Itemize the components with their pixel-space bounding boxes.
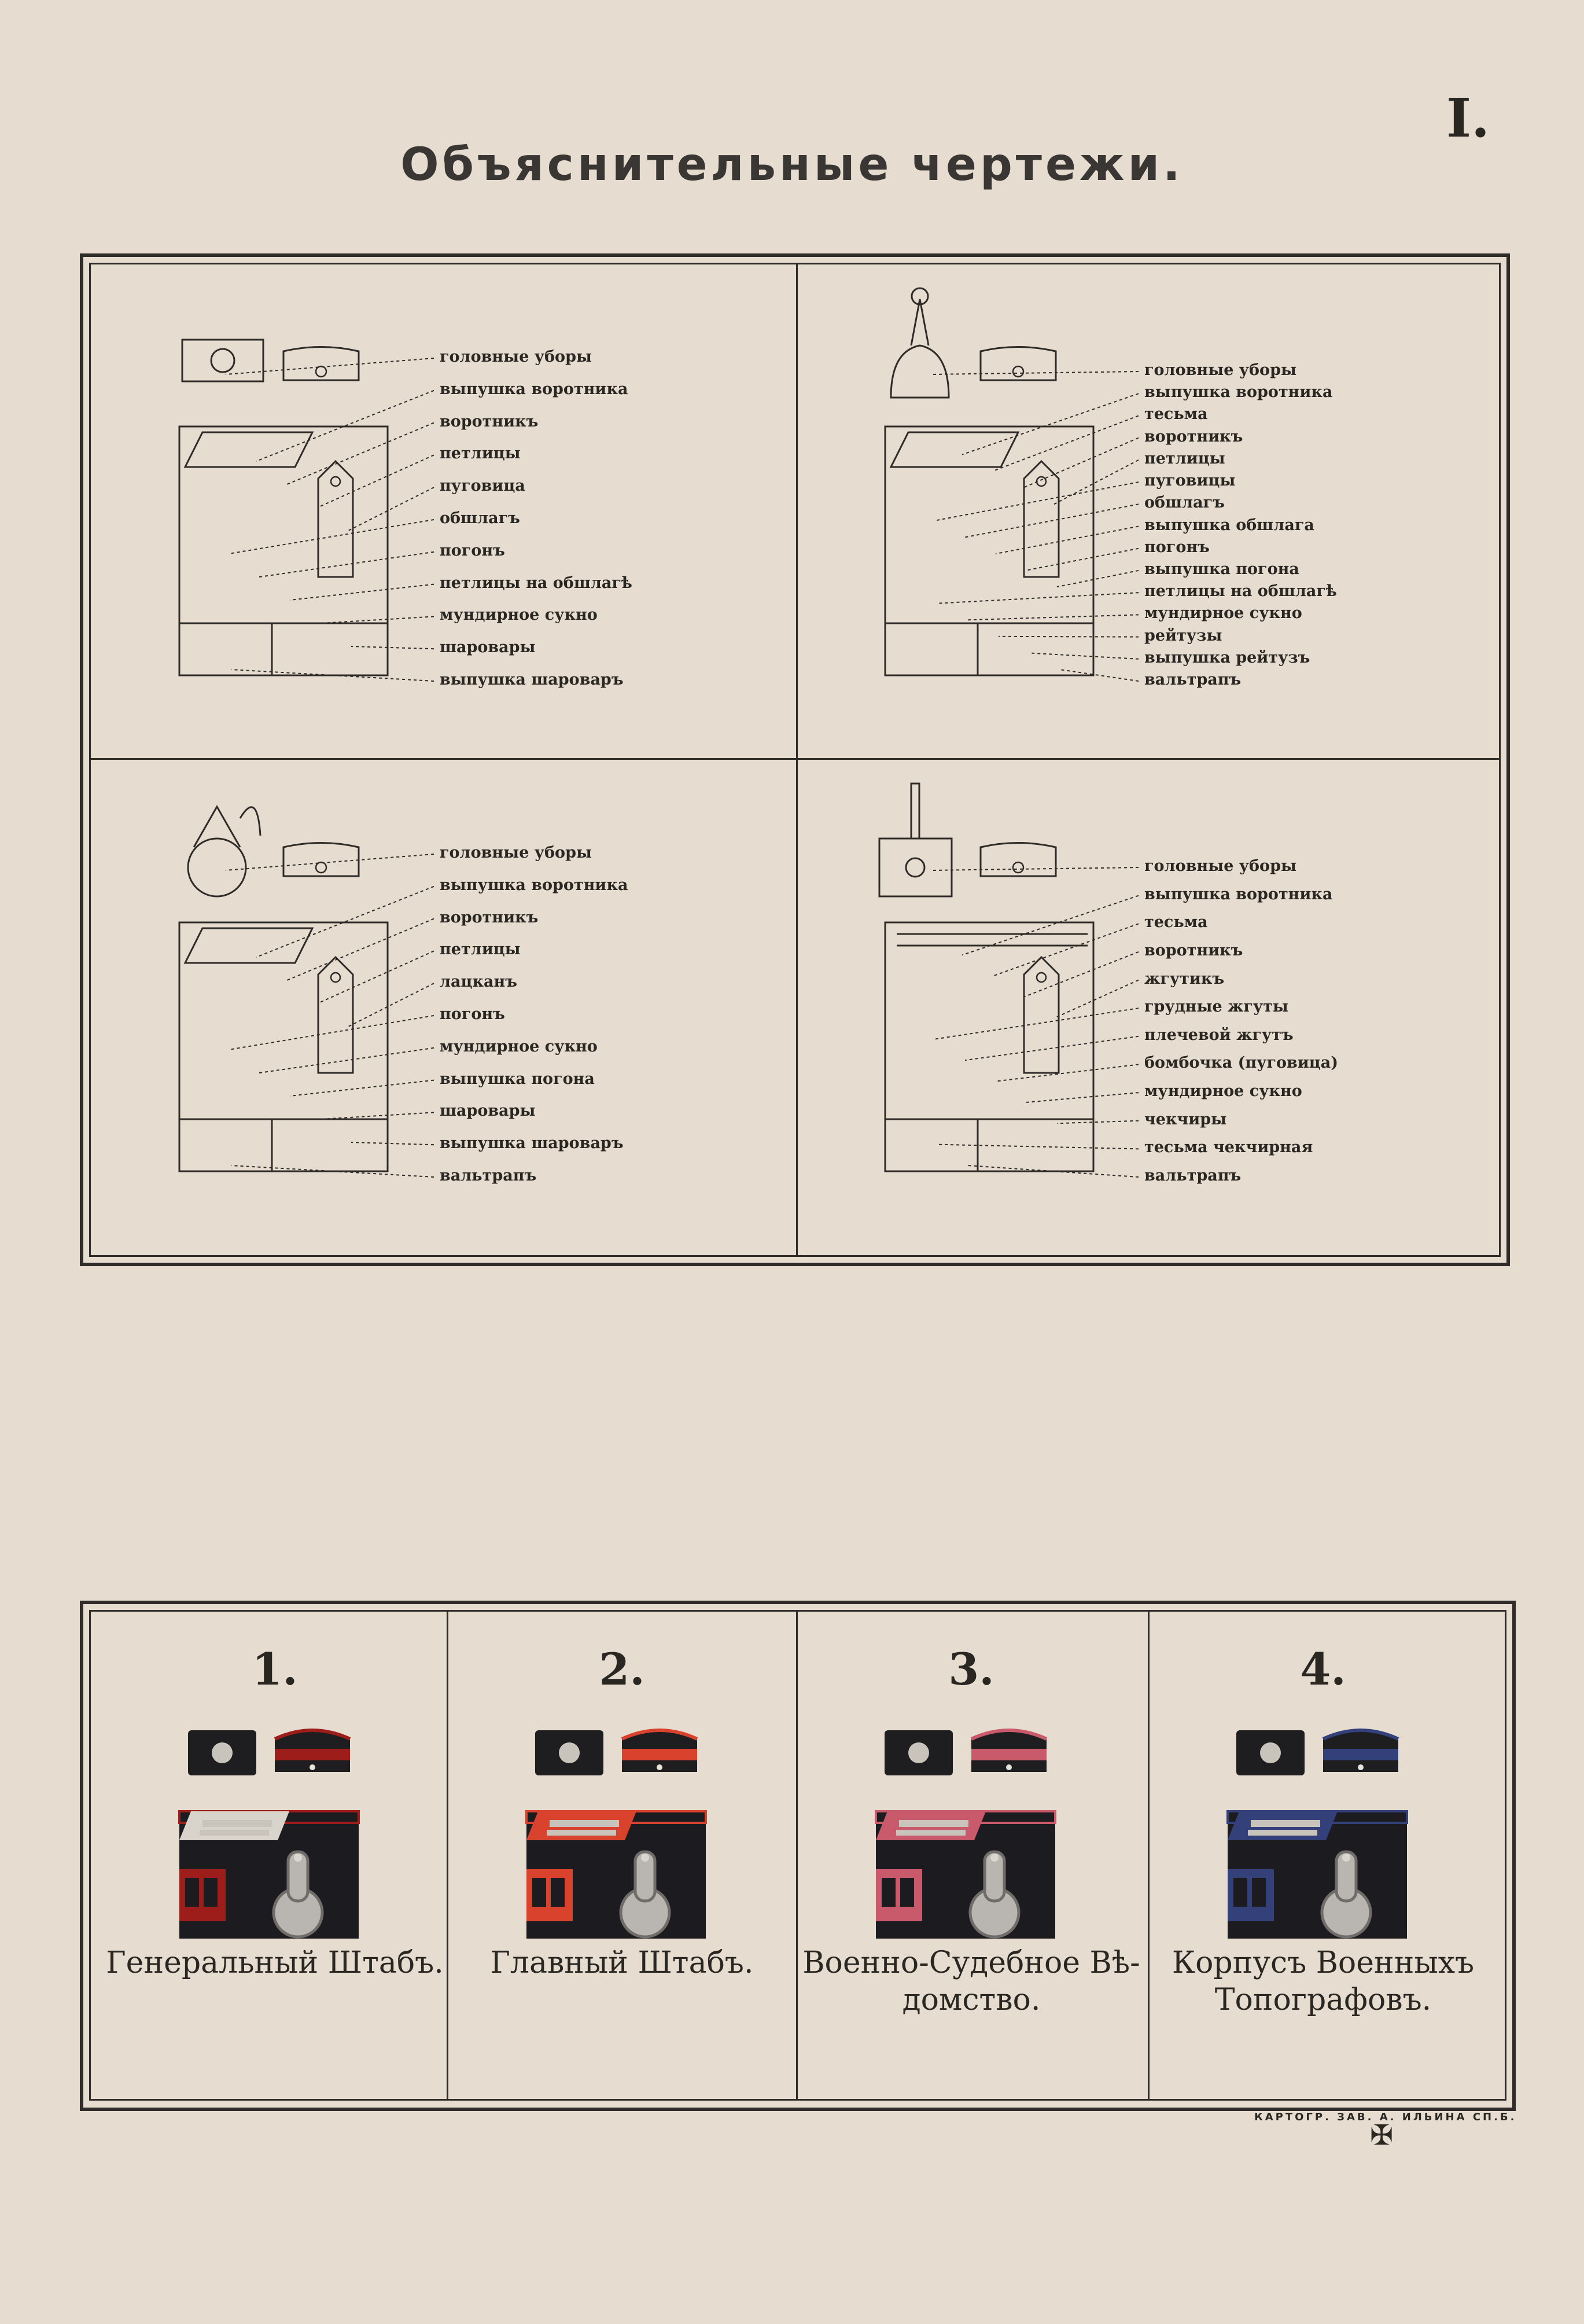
- uniform-schematic: [178, 339, 434, 682]
- diagram-label: головные уборы: [440, 844, 592, 862]
- diagram-label: воротникъ: [440, 412, 539, 431]
- sample-caption: Военно-Судебное Вѣ-домство.: [801, 1944, 1142, 2018]
- sample-caption-line: Топографовъ.: [1214, 1983, 1432, 2017]
- diagram-label: пуговица: [440, 477, 525, 495]
- sample-number: 4.: [1300, 1643, 1346, 1695]
- diagrams-inner-frame: [89, 263, 1501, 1257]
- diagram-label: тесьма чекчирная: [1144, 1138, 1313, 1157]
- diagram-label: петлицы на обшлагѣ: [440, 573, 632, 592]
- samples-divider-1: [447, 1612, 448, 2099]
- printer-imprint: КАРТОГР. ЗАВ. А. ИЛЬИНА СП.Б.: [1254, 2111, 1517, 2123]
- diagram-cell-3: головные уборы выпушка воротника воротникъ…: [93, 760, 793, 1252]
- uniform-color-swatch: [1226, 1729, 1408, 1939]
- diagram-label: выпушка воротника: [1144, 885, 1333, 903]
- diagram-label: выпушка воротника: [1144, 383, 1333, 402]
- diagram-label: обшлагъ: [1144, 494, 1225, 512]
- diagram-label: вальтрапъ: [440, 1167, 537, 1185]
- diagram-label: выпушка воротника: [440, 876, 628, 894]
- diagram-label: погонъ: [1144, 538, 1210, 556]
- sample-caption-line: Главный Штабъ.: [490, 1946, 754, 1980]
- uniform-color-swatch: [525, 1729, 707, 1939]
- sample-number: 3.: [948, 1643, 994, 1695]
- uniform-color-swatch: [875, 1729, 1056, 1939]
- diagram-cell-2: головные уборы выпушка воротника тесьма вор…: [798, 264, 1498, 756]
- diagram-label: пуговицы: [1144, 472, 1236, 490]
- samples-divider-2: [796, 1612, 798, 2099]
- uniform-schematic: [178, 804, 434, 1178]
- diagram-label: петлицы: [440, 940, 521, 959]
- diagrams-divider-vertical: [796, 264, 798, 1255]
- diagram-label: вальтрапъ: [1144, 671, 1242, 689]
- diagram-label: выпушка рейтузъ: [1144, 648, 1310, 667]
- sample-caption: Генеральный Штабъ.: [104, 1944, 445, 1981]
- diagrams-frame: [80, 253, 1510, 1266]
- samples-frame: [80, 1601, 1516, 2111]
- diagram-label: мундирное сукно: [1144, 604, 1302, 623]
- diagram-label: мундирное сукно: [440, 1037, 598, 1056]
- diagram-label: петлицы: [440, 444, 521, 463]
- sample-caption-line: Военно-Судебное Вѣ-: [802, 1946, 1140, 1980]
- diagram-label: петлицы: [1144, 449, 1225, 468]
- sample-number: 1.: [252, 1643, 298, 1695]
- diagram-label: выпушка шароваръ: [440, 671, 624, 689]
- page-title: Объяснительные чертежи.: [400, 139, 1184, 191]
- sample-caption: Главный Штабъ.: [451, 1944, 793, 1981]
- diagrams-divider-horizontal: [91, 758, 1499, 760]
- diagram-label: воротникъ: [1144, 427, 1243, 446]
- diagram-label: воротникъ: [1144, 941, 1243, 959]
- diagram-label: плечевой жгутъ: [1144, 1025, 1294, 1044]
- diagram-label: рейтузы: [1144, 626, 1222, 645]
- eagle-icon: ✠: [1370, 2119, 1394, 2152]
- sample-caption-line: Корпусъ Военныхъ: [1172, 1946, 1475, 1980]
- diagram-label: выпушка погона: [440, 1069, 595, 1088]
- diagram-label: чекчиры: [1144, 1110, 1227, 1128]
- plate-number: I.: [1446, 87, 1490, 149]
- diagram-label: выпушка погона: [1144, 560, 1299, 578]
- sample-number: 2.: [599, 1643, 645, 1695]
- samples-inner-frame: [89, 1610, 1506, 2101]
- diagram-label: выпушка шароваръ: [440, 1134, 624, 1153]
- uniform-color-swatch: [178, 1729, 360, 1939]
- diagram-label: бомбочка (пуговица): [1144, 1054, 1339, 1072]
- diagram-label: петлицы на обшлагѣ: [1144, 582, 1337, 601]
- diagram-label: вальтрапъ: [1144, 1167, 1242, 1185]
- samples-divider-3: [1148, 1612, 1150, 2099]
- diagram-label: погонъ: [440, 541, 505, 560]
- diagram-label: выпушка обшлага: [1144, 516, 1314, 534]
- diagram-label: головные уборы: [440, 348, 592, 366]
- uniform-sample-1: 1. Генеральный Штабъ.: [104, 1620, 445, 2072]
- diagram-label: воротникъ: [440, 908, 539, 926]
- sample-caption-line: Генеральный Штабъ.: [106, 1946, 444, 1980]
- sample-caption-line: домство.: [902, 1983, 1041, 2017]
- diagram-label: погонъ: [440, 1005, 505, 1023]
- diagram-label: шаровары: [440, 638, 536, 657]
- diagram-label: головные уборы: [1144, 361, 1297, 379]
- diagram-label: головные уборы: [1144, 857, 1297, 875]
- uniform-schematic: [884, 287, 1139, 682]
- diagram-label: лацканъ: [440, 973, 517, 991]
- diagram-label: мундирное сукно: [1144, 1082, 1302, 1101]
- uniform-schematic: [878, 782, 1139, 1178]
- uniform-sample-3: 3. Военно-Судебное Вѣ-домство.: [801, 1620, 1142, 2072]
- diagram-label: шаровары: [440, 1102, 536, 1120]
- diagram-label: жгутикъ: [1144, 969, 1225, 988]
- diagram-label: выпушка воротника: [440, 380, 628, 398]
- diagram-label: мундирное сукно: [440, 606, 598, 624]
- diagram-cell-1: головные уборы выпушка воротника воротникъ…: [93, 264, 793, 756]
- diagram-cell-4: головные уборы выпушка воротника тесьма вор…: [798, 760, 1498, 1252]
- uniform-sample-2: 2. Главный Штабъ.: [451, 1620, 793, 2072]
- diagram-label: обшлагъ: [440, 509, 520, 527]
- diagram-label: грудные жгуты: [1144, 998, 1288, 1016]
- diagram-label: тесьма: [1144, 405, 1208, 424]
- diagram-label: тесьма: [1144, 913, 1208, 932]
